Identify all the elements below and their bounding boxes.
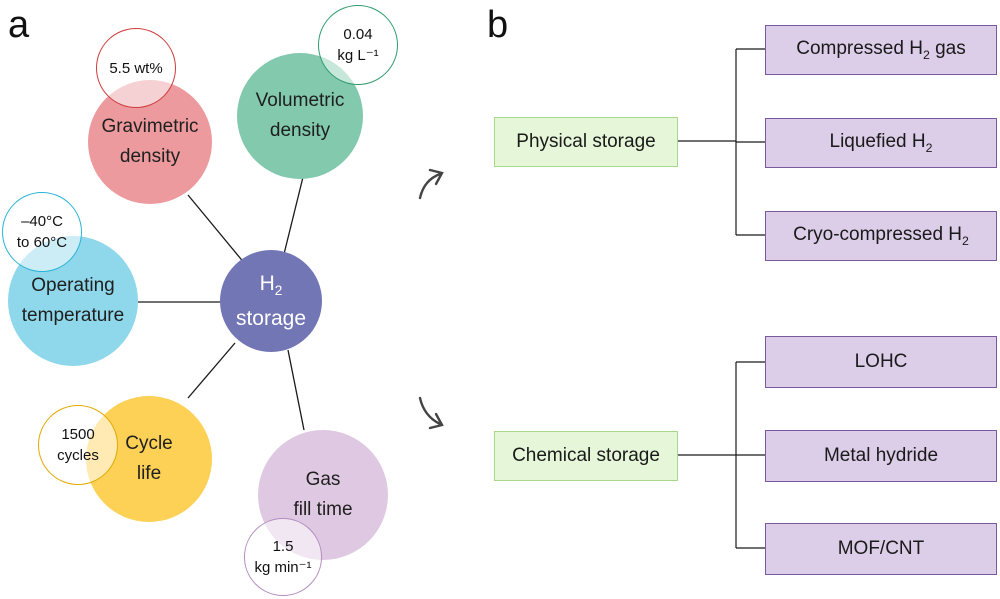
volumetric-value-line2: kg L⁻¹ — [337, 47, 379, 64]
arrow-down — [418, 396, 444, 430]
volumetric-label-line1: Volumetric — [255, 90, 345, 111]
metal-hydride-box: Metal hydride — [765, 430, 997, 482]
mof-cnt-text: MOF/CNT — [837, 538, 925, 559]
gasfill-value-line2: kg min⁻¹ — [254, 559, 312, 576]
cryo-text: Cryo-compressed H — [793, 224, 963, 246]
operating-temperature-circle: Operating temperature — [8, 236, 138, 366]
mof-cnt-box: MOF/CNT — [765, 523, 997, 575]
gravimetric-label-line1: Gravimetric — [101, 116, 199, 137]
operating-label-line2: temperature — [21, 305, 125, 326]
compressed-suffix: gas — [929, 38, 966, 60]
operating-value-bubble: –40°C to 60°C — [2, 192, 82, 272]
compressed-h2-gas-box: Compressed H2 gas — [765, 25, 997, 75]
liquefied-subscript: 2 — [925, 140, 933, 155]
spoke-volumetric — [283, 164, 307, 255]
panel-a-letter: a — [8, 4, 30, 46]
operating-label-line1: Operating — [31, 275, 115, 296]
hub-label-line1: H — [259, 272, 275, 296]
gasfill-value-bubble: 1.5 kg min⁻¹ — [244, 518, 322, 596]
volumetric-label-line2: density — [269, 120, 331, 141]
cycle-value-bubble: 1500 cycles — [38, 405, 118, 485]
operating-value-line1: –40°C — [21, 213, 63, 230]
volumetric-value-line1: 0.04 — [343, 26, 373, 43]
panel-b-letter: b — [487, 4, 509, 46]
gravimetric-value-bubble: 5.5 wt% — [96, 28, 176, 108]
hub-label-line2: storage — [235, 306, 307, 330]
liquefied-h2-box: Liquefied H2 — [765, 118, 997, 168]
gravimetric-value: 5.5 wt% — [109, 59, 163, 77]
hub-label-subscript: 2 — [274, 283, 283, 299]
gasfill-value-line1: 1.5 — [272, 538, 294, 555]
physical-storage-label: Physical storage — [516, 131, 656, 152]
physical-storage-box: Physical storage — [494, 117, 678, 167]
volumetric-value-bubble: 0.04 kg L⁻¹ — [318, 5, 398, 85]
lohc-text: LOHC — [854, 351, 908, 372]
operating-value-line2: to 60°C — [16, 234, 68, 251]
chemical-storage-label: Chemical storage — [512, 445, 660, 466]
liquefied-text: Liquefied H — [829, 131, 926, 153]
cycle-label-line1: Cycle — [125, 433, 173, 454]
cycle-label-line2: life — [136, 463, 162, 484]
cryo-compressed-h2-box: Cryo-compressed H2 — [765, 211, 997, 261]
chemical-storage-box: Chemical storage — [494, 431, 678, 481]
gasfill-label-line1: Gas — [305, 469, 341, 490]
cryo-subscript: 2 — [962, 233, 969, 248]
spoke-gravimetric — [187, 194, 251, 271]
h2-storage-hub: H2 storage — [220, 250, 322, 352]
compressed-subscript: 2 — [922, 47, 930, 62]
cycle-value-line1: 1500 — [61, 426, 95, 443]
arrow-up — [418, 168, 444, 200]
cycle-value-line2: cycles — [57, 447, 99, 464]
lohc-box: LOHC — [765, 336, 997, 388]
gravimetric-label-line2: density — [119, 146, 181, 167]
spoke-gasfill — [287, 349, 305, 431]
metal-hydride-text: Metal hydride — [823, 445, 939, 466]
gasfill-label-line2: fill time — [293, 499, 353, 520]
spoke-cycle — [187, 342, 236, 399]
compressed-text: Compressed H — [796, 38, 923, 60]
